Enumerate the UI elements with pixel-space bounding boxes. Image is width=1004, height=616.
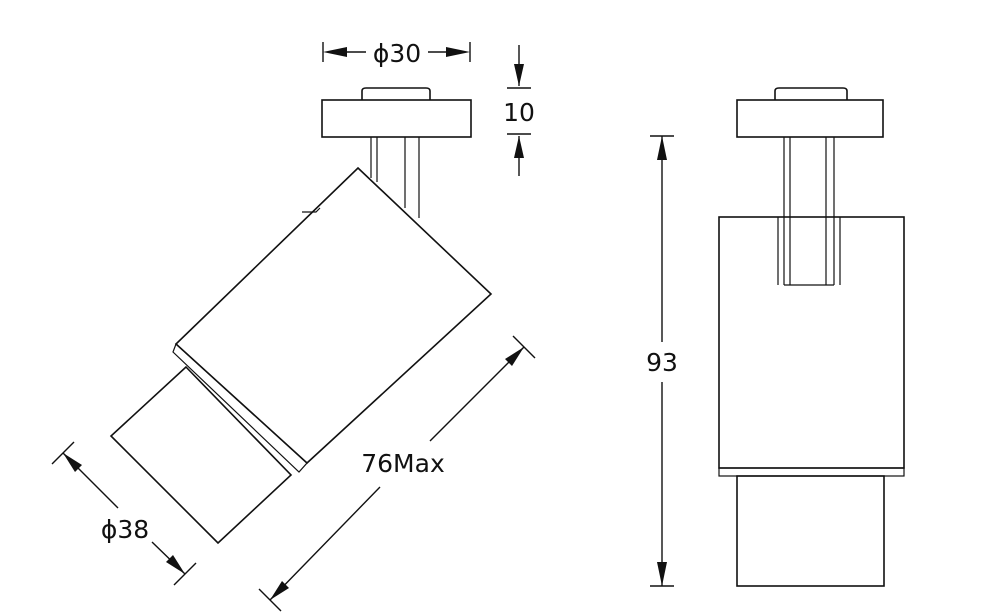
dim-total-height — [650, 135, 674, 587]
dim-body-diameter — [51, 441, 197, 586]
dim-mount-height — [507, 45, 531, 176]
front-mount-plate — [736, 99, 884, 138]
mount-cap — [361, 87, 431, 100]
lens-tube — [109, 365, 293, 545]
front-collar-ring — [718, 467, 905, 477]
max-length-label: 76Max — [361, 449, 445, 478]
front-body — [718, 216, 905, 469]
tilted-body — [174, 166, 493, 465]
mount-plate — [321, 99, 472, 138]
collar-ring — [172, 342, 308, 473]
tilted-view — [109, 87, 493, 545]
front-mount-cap — [774, 87, 848, 100]
front-view — [718, 87, 905, 587]
body-diameter-label: ϕ38 — [101, 515, 149, 544]
stem — [370, 137, 420, 218]
dim-mount-diameter — [322, 42, 471, 62]
total-height-label: 93 — [646, 348, 678, 377]
front-lens-tube — [736, 475, 885, 587]
mount-height-label: 10 — [503, 98, 535, 127]
front-stem — [777, 137, 841, 286]
dim-max-length — [258, 335, 536, 612]
mount-diameter-label: ϕ30 — [373, 39, 421, 68]
